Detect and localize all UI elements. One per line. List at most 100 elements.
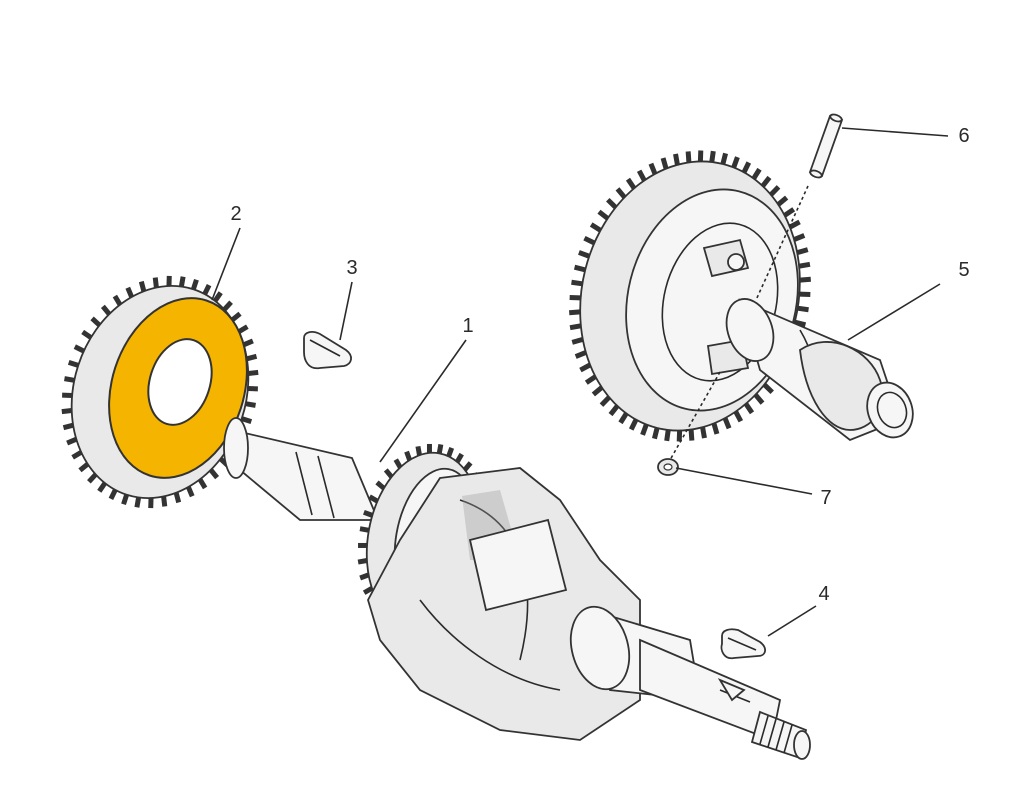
gear-2-bore (147, 338, 213, 426)
gear-tooth (190, 279, 199, 291)
gear-tooth (455, 452, 464, 464)
gear-tooth (688, 429, 695, 441)
gear-tooth (606, 197, 618, 210)
gear-tooth (584, 374, 597, 385)
gear-tooth (628, 418, 639, 431)
callout-2: 2 (230, 203, 241, 225)
gear-tooth (578, 250, 591, 259)
gear-tooth (751, 167, 762, 180)
part-2-crank-gear[interactable] (45, 263, 275, 522)
gear-tooth (652, 427, 660, 440)
part-3-key[interactable] (303, 331, 352, 370)
gear-tooth (97, 481, 107, 493)
gear-tooth (363, 509, 374, 518)
gear-tooth (368, 494, 379, 504)
gear-2-teeth (61, 275, 259, 509)
gear-tooth (640, 423, 649, 436)
gear-tooth (573, 264, 586, 273)
gear-tooth (569, 309, 581, 316)
gear-tooth (245, 401, 256, 408)
callout-5: 5 (958, 259, 969, 281)
gear-tooth (796, 247, 809, 256)
gear-tooth (579, 362, 592, 373)
gear-tooth (161, 496, 168, 507)
gear-tooth (636, 169, 647, 182)
gear-tooth (375, 480, 386, 491)
gear-tooth (599, 395, 611, 407)
callout-1: 1 (462, 315, 473, 337)
gear-tooth (436, 444, 444, 454)
gear-tooth (788, 219, 801, 230)
gear-tooth (583, 235, 596, 246)
gear-tooth (178, 276, 186, 287)
gear-tooth (722, 417, 732, 430)
gear-tooth (359, 572, 370, 581)
gear-tooth (213, 291, 223, 303)
gear-tooth (797, 305, 809, 313)
gear-tooth (589, 222, 602, 233)
gear-tooth (208, 468, 220, 480)
gear-tooth (404, 450, 413, 461)
gear-tooth (760, 175, 772, 188)
gear-tooth (61, 408, 73, 415)
gear-tooth (138, 280, 147, 292)
gear-tooth (125, 286, 134, 298)
gear-tooth (762, 382, 774, 395)
gear-tooth (618, 412, 629, 425)
gear-tooth (230, 311, 242, 322)
gear-tooth (383, 468, 394, 479)
gear-tooth (152, 277, 159, 288)
gear-tooth (769, 185, 781, 197)
part-6-pin[interactable] (808, 113, 844, 179)
gear-tooth (66, 436, 78, 446)
gear-tooth (81, 329, 93, 340)
gear-tooth (794, 319, 807, 328)
gear-tooth (64, 376, 75, 383)
gear-tooth (202, 284, 212, 296)
gear-tooth (799, 276, 811, 283)
gear-tooth (648, 162, 658, 175)
callout-6: 6 (958, 125, 969, 147)
gear-tooth (700, 426, 707, 439)
part-1-crankshaft[interactable] (223, 417, 811, 760)
gear-tooth (121, 493, 130, 505)
gear-tooth (186, 486, 195, 498)
gear-5-teeth (569, 150, 811, 442)
gear-tooth (359, 526, 370, 533)
gear-tooth (197, 478, 208, 490)
gear-tooth (664, 429, 671, 442)
gear-tooth (591, 385, 604, 397)
gear-tooth (608, 404, 620, 417)
gear-tooth (78, 462, 90, 473)
gear-tooth (798, 261, 811, 269)
gear-tooth (393, 458, 403, 469)
gear-tooth (237, 324, 249, 334)
gear-tooth (733, 410, 744, 423)
gear-tooth (73, 344, 85, 354)
gear-tooth (247, 369, 259, 376)
gear-tooth (446, 447, 455, 458)
gear-tooth (357, 558, 368, 565)
gear-tooth (112, 294, 123, 306)
callout-3: 3 (346, 257, 357, 279)
gear-tooth (173, 492, 182, 504)
gear-tooth (793, 233, 806, 242)
gear-tooth (71, 450, 83, 460)
gear-tooth (615, 187, 627, 199)
gear-tooth (731, 156, 740, 169)
gear-tooth (776, 195, 789, 207)
gear-tooth (783, 207, 796, 218)
gear-tooth (87, 472, 98, 484)
gear-tooth (100, 304, 112, 316)
gear-tooth (753, 393, 765, 405)
gear-tooth (241, 416, 253, 425)
part-7-washer[interactable] (657, 458, 679, 476)
gear-tooth (246, 353, 258, 362)
gear-tooth (711, 422, 720, 435)
gear-tooth (134, 497, 142, 508)
part-5-camshaft[interactable] (552, 138, 920, 454)
gear-tooth (571, 336, 584, 345)
part-4-key[interactable] (720, 628, 766, 660)
gear-tooth (673, 153, 680, 166)
